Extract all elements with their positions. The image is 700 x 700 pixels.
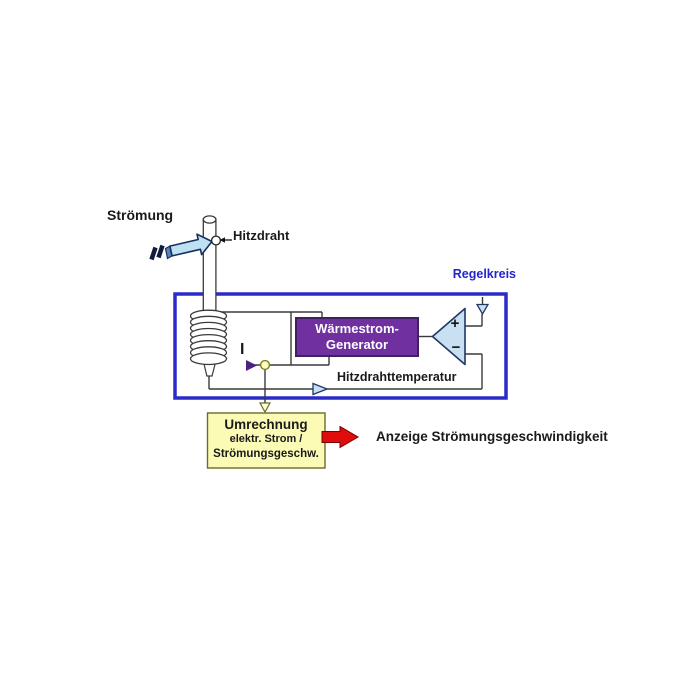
heat-generator-text: Wärmestrom- Generator [296, 321, 418, 353]
converter-arrow-icon [258, 402, 272, 414]
converter-box [206, 412, 326, 469]
hot-wire-label: Hitzdraht [233, 228, 290, 243]
converter-line3: Strömungsgeschw. [213, 447, 319, 460]
heat-generator-box [295, 317, 419, 357]
heat-generator-line2: Generator [325, 337, 389, 352]
setpoint-arrow-icon [475, 303, 490, 316]
current-arrow-icon [246, 360, 257, 371]
output-arrow-icon [321, 425, 359, 449]
junction-node [259, 359, 271, 371]
converter-line2: elektr. Strom / [229, 433, 303, 445]
heat-generator-line1: Wärmestrom- [315, 321, 399, 336]
flow-arrow-icon [149, 233, 213, 261]
feedback-label: Hitzdrahttemperatur [337, 370, 457, 384]
control-loop-label: Regelkreis [452, 267, 516, 281]
heater-coil-icon [189, 309, 228, 366]
hot-wire-pointer-arrow [219, 237, 232, 243]
converter-line1: Umrechnung [224, 417, 308, 432]
control-loop-border [173, 292, 508, 400]
feedback-arrow-icon [312, 382, 329, 396]
converter-text: Umrechnung elektr. Strom / Strömungsgesc… [207, 417, 325, 461]
output-label: Anzeige Strömungsgeschwindigkeit [376, 429, 608, 444]
flow-label: Strömung [107, 207, 174, 223]
hot-wire-marker [210, 235, 222, 246]
comparator-minus-label: − [451, 339, 461, 356]
comparator-plus-label: + [450, 315, 460, 332]
comparator-icon [431, 307, 466, 366]
current-label: I [240, 341, 245, 358]
